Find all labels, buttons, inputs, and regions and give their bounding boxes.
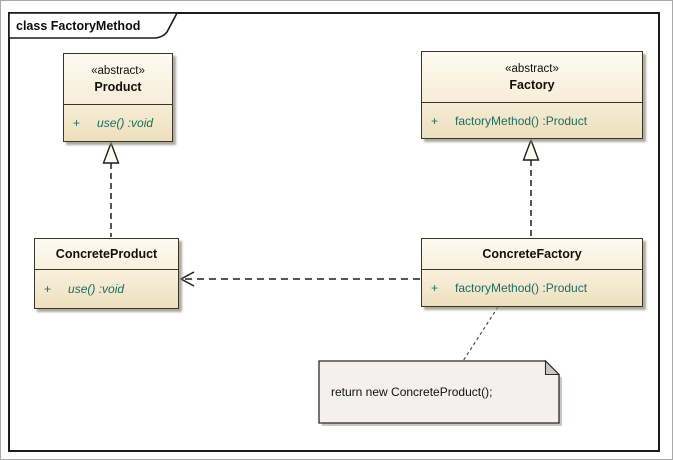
method-signature: factoryMethod() :Product (455, 281, 588, 295)
class-concrete-product-header: ConcreteProduct (35, 239, 178, 270)
method-factorymethod: + factoryMethod() :Product (422, 281, 587, 295)
note-text: return new ConcreteProduct(); (331, 385, 493, 399)
method-visibility: + (431, 113, 439, 128)
method-visibility: + (73, 116, 81, 130)
uml-frame-border (8, 12, 660, 452)
method-signature: use() :void (97, 116, 154, 130)
dependency-open-arrowhead (179, 271, 195, 287)
frame-title: class FactoryMethod (16, 19, 141, 33)
class-factory-methods: + factoryMethod() :Product (422, 103, 642, 138)
realization-triangle-factory (522, 138, 540, 161)
class-concrete-product-methods: + use() :void (35, 270, 178, 308)
uml-frame-name-tab (8, 12, 179, 39)
class-product: «abstract» Product + use() :void (63, 53, 173, 142)
note-fold-corner (544, 359, 561, 376)
class-factory-stereotype: «abstract» (505, 62, 559, 75)
class-product-methods: + use() :void (64, 105, 172, 141)
class-product-stereotype: «abstract» (91, 64, 145, 77)
class-concrete-factory-methods: + factoryMethod() :Product (422, 270, 642, 306)
class-factory: «abstract» Factory + factoryMethod() :Pr… (421, 51, 643, 139)
note-anchor-line (462, 306, 499, 362)
class-concrete-product: ConcreteProduct + use() :void (34, 238, 179, 309)
method-use: + use() :void (35, 282, 124, 296)
class-concrete-product-name: ConcreteProduct (55, 247, 158, 261)
method-signature: use() :void (68, 282, 125, 296)
method-visibility: + (431, 281, 439, 295)
note-shape (318, 360, 560, 424)
method-factorymethod: + factoryMethod() :Product (422, 114, 587, 128)
class-concrete-factory-header: ConcreteFactory (422, 239, 642, 270)
realization-triangle-product (102, 141, 120, 164)
class-product-header: «abstract» Product (64, 54, 172, 105)
method-visibility: + (44, 282, 52, 296)
class-product-name: Product (94, 79, 142, 94)
class-factory-header: «abstract» Factory (422, 52, 642, 103)
method-use: + use() :void (64, 116, 153, 130)
class-concrete-factory-name: ConcreteFactory (482, 247, 582, 261)
class-concrete-factory: ConcreteFactory + factoryMethod() :Produ… (421, 238, 643, 307)
method-signature: factoryMethod() :Product (455, 113, 588, 128)
class-factory-name: Factory (509, 77, 555, 92)
